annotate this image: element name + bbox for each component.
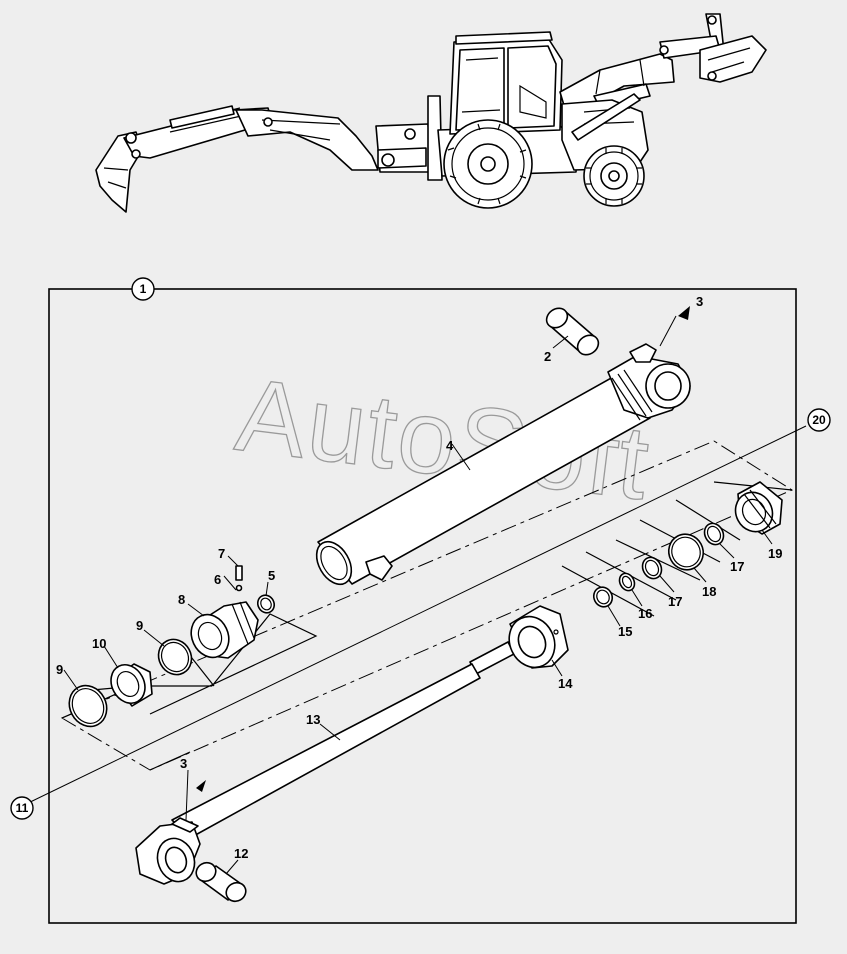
callout-16: 16 bbox=[638, 606, 652, 621]
callout-14: 14 bbox=[558, 676, 573, 691]
leader-lines bbox=[21, 306, 807, 875]
callout-2: 2 bbox=[544, 349, 551, 364]
callout-9-upper: 9 bbox=[136, 618, 143, 633]
piston-rod-part-13 bbox=[135, 641, 515, 885]
seal-parts-15-to-18 bbox=[592, 522, 725, 608]
svg-text:11: 11 bbox=[16, 801, 29, 815]
bushing-part-2 bbox=[545, 307, 600, 356]
callout-3-top: 3 bbox=[696, 294, 703, 309]
callout-17-upper: 17 bbox=[730, 559, 744, 574]
circle-callout-20: 20 bbox=[807, 408, 831, 432]
gland-part-19 bbox=[734, 481, 783, 535]
svg-text:1: 1 bbox=[140, 282, 147, 296]
svg-text:20: 20 bbox=[812, 413, 826, 427]
callout-6: 6 bbox=[214, 572, 221, 587]
callout-19: 19 bbox=[768, 546, 782, 561]
callout-5: 5 bbox=[268, 568, 275, 583]
callout-18: 18 bbox=[702, 584, 716, 599]
callout-7: 7 bbox=[218, 546, 225, 561]
callout-12: 12 bbox=[234, 846, 248, 861]
callout-13: 13 bbox=[306, 712, 320, 727]
part-callout-labels: 2 3 4 5 6 7 8 9 10 9 13 3 12 14 15 16 17… bbox=[56, 294, 782, 861]
circle-callout-11: 11 bbox=[10, 796, 34, 820]
piston-part-8 bbox=[190, 565, 259, 659]
callout-8: 8 bbox=[178, 592, 185, 607]
rings-parts-5-9-10 bbox=[68, 594, 276, 728]
callout-10: 10 bbox=[92, 636, 106, 651]
assembly-frame bbox=[48, 288, 797, 924]
callout-9-lower: 9 bbox=[56, 662, 63, 677]
cylinder-barrel-part-4 bbox=[315, 343, 691, 586]
callout-17-lower: 17 bbox=[668, 594, 682, 609]
piston-head-part-14 bbox=[508, 605, 569, 669]
backhoe-loader-illustration bbox=[95, 13, 767, 213]
callout-3-bottom: 3 bbox=[180, 756, 187, 771]
bushing-part-12 bbox=[195, 861, 247, 903]
callout-15: 15 bbox=[618, 624, 632, 639]
assembly-callout-1: 1 bbox=[131, 277, 155, 301]
callout-4: 4 bbox=[446, 438, 454, 453]
